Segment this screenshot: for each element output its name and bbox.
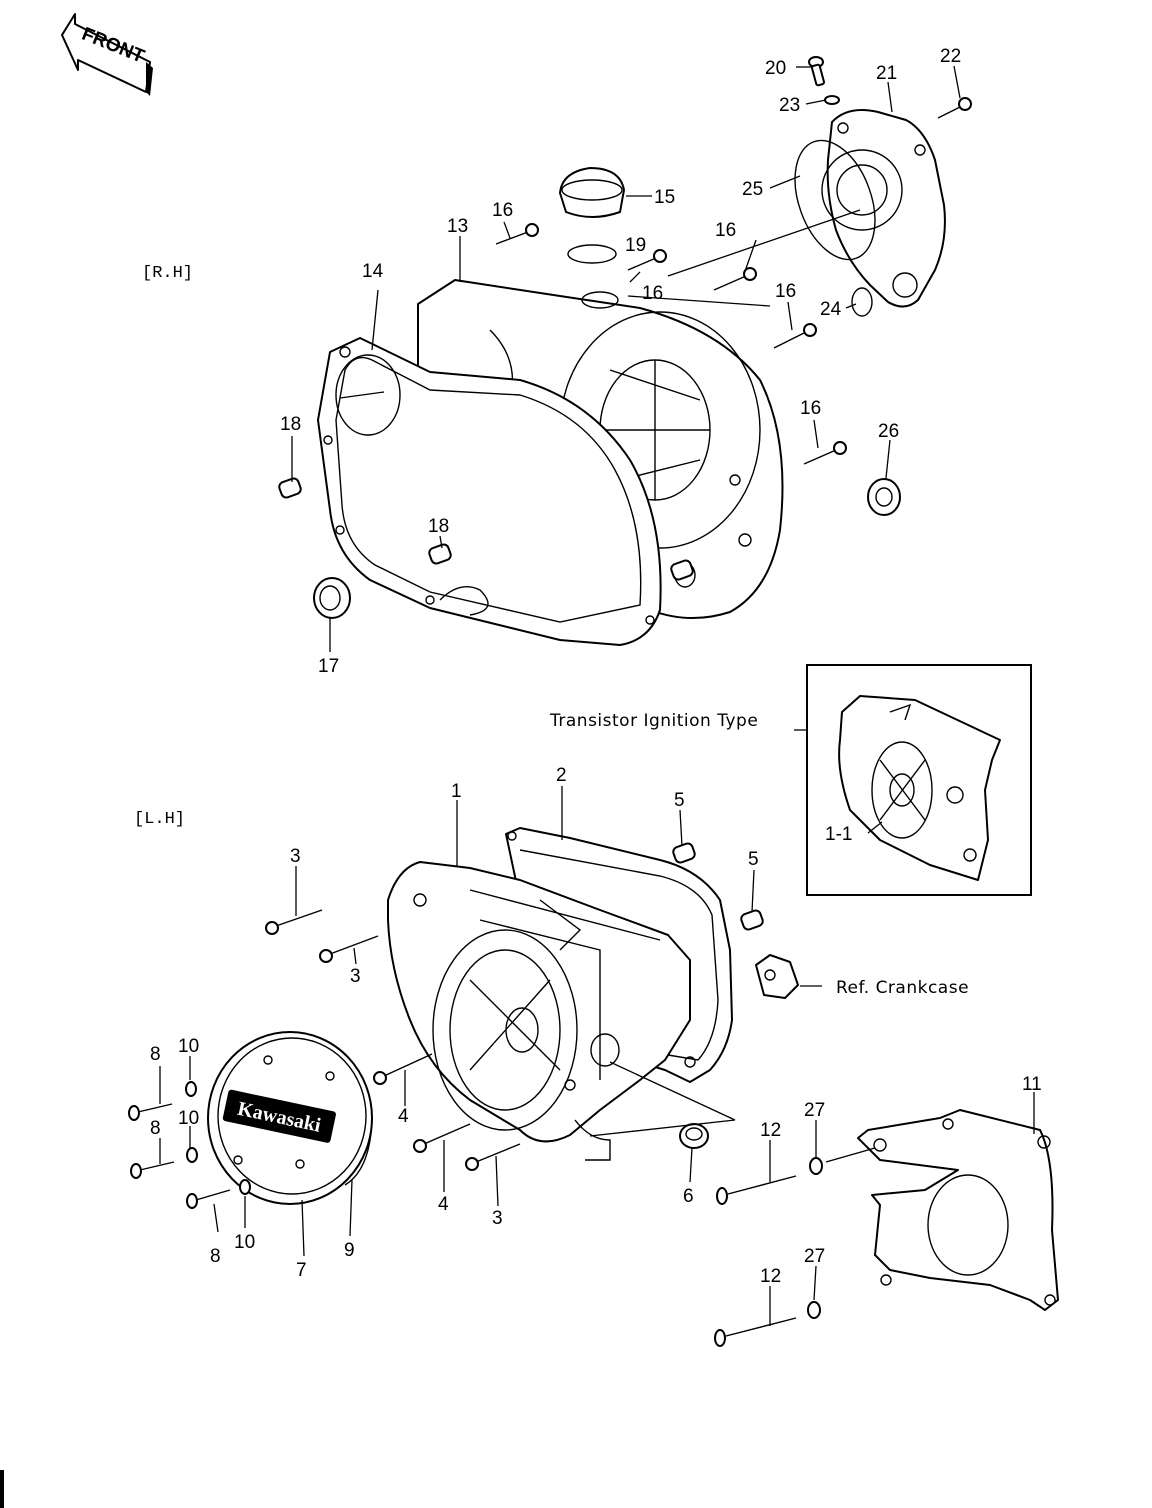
ref-crankcase-label: Ref. Crankcase: [836, 978, 969, 998]
crankcase-ref-tab: [755, 954, 799, 999]
label-8b: 8: [150, 1118, 161, 1139]
part-1-1-cover: [838, 695, 1001, 881]
label-3a: 3: [290, 846, 301, 867]
part-6-plug: [679, 1123, 709, 1149]
part-16-bolt-b: [627, 249, 667, 271]
part-10-washer-b: [186, 1147, 198, 1163]
part-16-bolt-d: [773, 323, 817, 349]
label-25: 25: [742, 179, 763, 200]
label-27b: 27: [804, 1246, 825, 1267]
part-5-dowel-a: [672, 842, 696, 864]
label-6: 6: [683, 1186, 694, 1207]
label-3b: 3: [350, 966, 361, 987]
part-4-bolt-a: [373, 1053, 433, 1085]
part-15-filler-cap: [559, 167, 625, 218]
part-11-sprocket-cover: [857, 1109, 1059, 1311]
part-3-screw-c: [465, 1143, 521, 1171]
label-10c: 10: [234, 1232, 255, 1253]
label-12b: 12: [760, 1266, 781, 1287]
part-3-screw-a: [265, 909, 323, 935]
part-16-bolt-c: [713, 267, 757, 291]
part-10-washer-a: [185, 1081, 197, 1097]
label-1-1: 1-1: [825, 824, 852, 845]
page-edge-mark: [0, 1470, 4, 1508]
part-5-dowel-b: [740, 909, 764, 931]
label-10b: 10: [178, 1108, 199, 1129]
label-17: 17: [318, 656, 339, 677]
label-27a: 27: [804, 1100, 825, 1121]
part-8-screw-b: [130, 1161, 175, 1179]
label-20: 20: [765, 58, 786, 79]
label-4b: 4: [438, 1194, 449, 1215]
label-4a: 4: [398, 1106, 409, 1127]
label-16c: 16: [642, 283, 663, 304]
part-19-o-ring: [567, 244, 617, 264]
part-10-washer-c: [239, 1179, 251, 1195]
part-26-seal: [867, 478, 901, 516]
label-16a: 16: [492, 200, 513, 221]
part-21-cover: [821, 109, 946, 308]
label-18b: 18: [428, 516, 449, 537]
label-8a: 8: [150, 1044, 161, 1065]
label-13: 13: [447, 216, 468, 237]
part-12-bolt-a: [716, 1175, 797, 1205]
part-16-bolt-a: [495, 223, 539, 245]
label-7: 7: [296, 1260, 307, 1281]
transistor-ignition-label: Transistor Ignition Type: [549, 711, 758, 731]
part-27-washer-a: [809, 1157, 823, 1175]
label-12a: 12: [760, 1120, 781, 1141]
part-9-gasket: [344, 1119, 373, 1186]
part-27-washer-b: [807, 1301, 821, 1319]
part-8-screw-c: [186, 1189, 231, 1209]
label-16e: 16: [800, 398, 821, 419]
section-label-rh: [R.H]: [142, 264, 193, 283]
part-7-ignition-cover: Kawasaki: [207, 1031, 373, 1205]
front-arrow-icon: FRONT: [61, 13, 153, 96]
label-23: 23: [779, 95, 800, 116]
part-14-gasket: [317, 337, 662, 646]
label-16b: 16: [715, 220, 736, 241]
part-17-seal: [313, 577, 351, 619]
label-11: 11: [1022, 1074, 1042, 1095]
transistor-inset-box: [806, 664, 1032, 896]
label-22: 22: [940, 46, 961, 67]
part-25-o-ring: [794, 139, 876, 261]
label-18a: 18: [280, 414, 301, 435]
part-4-bolt-b: [413, 1123, 471, 1153]
label-3c: 3: [492, 1208, 503, 1229]
label-10a: 10: [178, 1036, 199, 1057]
dowel-in-cover: [670, 559, 694, 581]
section-label-lh: [L.H]: [134, 810, 185, 829]
part-20-bolt: [808, 56, 826, 87]
label-24: 24: [820, 299, 842, 320]
label-15: 15: [654, 187, 675, 208]
label-8c: 8: [210, 1246, 221, 1267]
part-12-bolt-b: [714, 1317, 797, 1347]
part-1-cover: [387, 861, 691, 1161]
label-19: 19: [625, 235, 646, 256]
label-14: 14: [362, 261, 384, 282]
label-26: 26: [878, 421, 899, 442]
label-5a: 5: [674, 790, 685, 811]
part-3-screw-b: [319, 935, 379, 963]
part-23-washer: [824, 95, 840, 105]
label-9: 9: [344, 1240, 355, 1261]
label-16d: 16: [775, 281, 796, 302]
part-16-bolt-e: [803, 441, 847, 465]
label-21: 21: [876, 63, 897, 84]
part-18-dowel-a: [278, 477, 302, 499]
part-8-screw-a: [128, 1103, 173, 1121]
part-22-bolt: [937, 97, 972, 119]
part-18-dowel-b: [428, 543, 452, 565]
label-1: 1: [451, 781, 462, 802]
label-5b: 5: [748, 849, 759, 870]
part-24-ring: [851, 287, 873, 317]
label-2: 2: [556, 765, 567, 786]
